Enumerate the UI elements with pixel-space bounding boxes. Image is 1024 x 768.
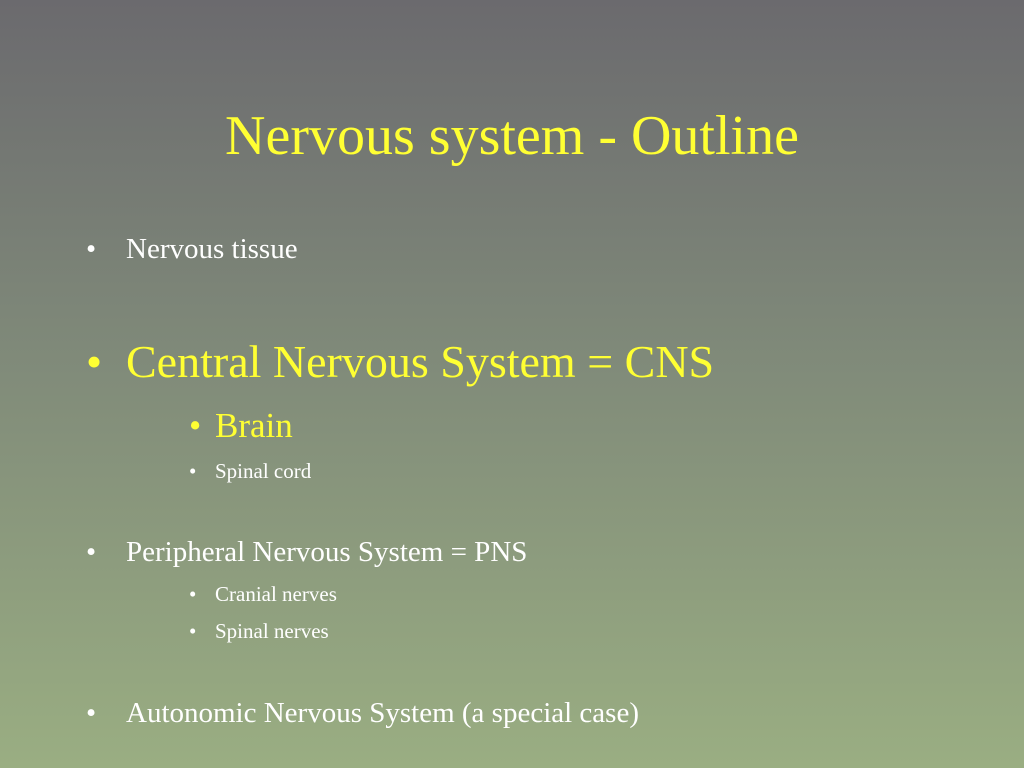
bullet-icon: •: [86, 233, 97, 265]
bullet-text: Cranial nerves: [215, 582, 337, 606]
bullet-text: Peripheral Nervous System = PNS: [126, 536, 528, 568]
bullet-text: Nervous tissue: [126, 233, 298, 265]
bullet-icon: •: [189, 406, 202, 445]
bullet-text: Spinal cord: [215, 459, 312, 483]
bullet-icon: •: [86, 536, 97, 568]
slide-title: Nervous system - Outline: [225, 105, 799, 167]
bullet-icon: •: [189, 582, 197, 606]
bullet-text: Autonomic Nervous System (a special case…: [126, 697, 639, 729]
bullet-icon: •: [189, 619, 197, 643]
bullet-text: Spinal nerves: [215, 619, 329, 643]
bullet-icon: •: [86, 697, 97, 729]
bullet-icon: •: [86, 336, 103, 387]
bullet-text: Central Nervous System = CNS: [126, 336, 715, 387]
bullet-icon: •: [189, 459, 197, 483]
bullet-text: Brain: [215, 406, 293, 445]
